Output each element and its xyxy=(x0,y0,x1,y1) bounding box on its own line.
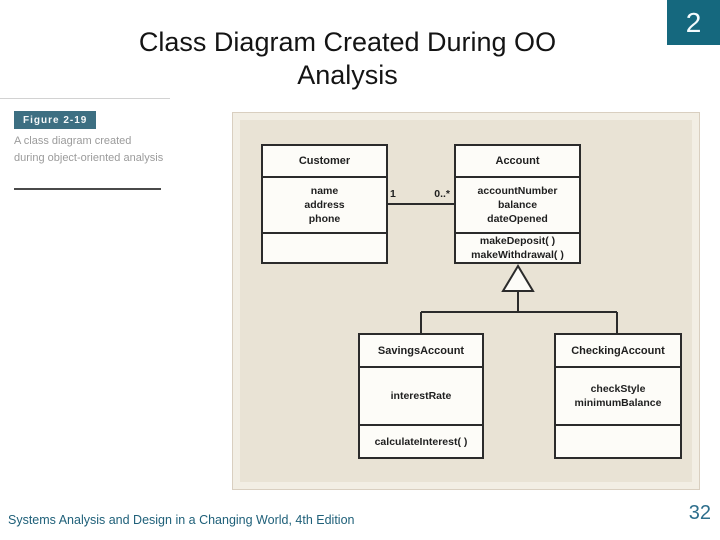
multiplicity-account-end: 0..* xyxy=(434,188,450,200)
multiplicity-customer-end: 1 xyxy=(390,188,396,200)
attribute: checkStyle xyxy=(590,383,646,395)
method: makeDeposit( ) xyxy=(479,235,556,247)
page-title-line1: Class Diagram Created During OO xyxy=(138,27,557,57)
class-name: Account xyxy=(495,155,540,167)
figure-divider-top xyxy=(0,98,170,99)
class-name: SavingsAccount xyxy=(377,344,465,357)
class-name: Customer xyxy=(298,155,351,167)
page-title-line2: Analysis xyxy=(297,60,398,90)
attribute: dateOpened xyxy=(487,213,548,225)
class-attributes: accountNumber balance dateOpened xyxy=(456,176,579,232)
attribute: balance xyxy=(497,199,538,211)
page-title: Class Diagram Created During OO Analysis xyxy=(60,26,635,92)
uml-class-savingsaccount: SavingsAccount interestRate calculateInt… xyxy=(358,333,484,459)
class-methods: calculateInterest( ) xyxy=(360,424,482,457)
method: makeWithdrawal( ) xyxy=(471,249,564,261)
uml-class-checkingaccount: CheckingAccount checkStyle minimumBalanc… xyxy=(554,333,682,459)
class-attributes: name address phone xyxy=(263,176,386,232)
class-methods-empty xyxy=(263,232,386,262)
attribute: address xyxy=(304,199,345,211)
uml-class-account: Account accountNumber balance dateOpened… xyxy=(454,144,581,264)
slide-number: 2 xyxy=(685,6,702,38)
attribute: accountNumber xyxy=(477,185,558,197)
figure-tag-label: Figure 2-19 xyxy=(23,114,88,126)
attribute: phone xyxy=(308,213,341,225)
figure-caption: A class diagram created during object-or… xyxy=(14,135,164,164)
slide-number-badge: 2 xyxy=(667,0,720,45)
attribute: interestRate xyxy=(390,390,452,402)
diagram-panel: Customer name address phone Account acco… xyxy=(232,112,700,490)
class-methods-empty xyxy=(556,424,680,457)
attribute: minimumBalance xyxy=(574,397,662,409)
figure-tag: Figure 2-19 xyxy=(14,111,97,129)
footer-citation: Systems Analysis and Design in a Changin… xyxy=(8,513,355,527)
class-attributes: interestRate xyxy=(360,366,482,424)
page-number: 32 xyxy=(688,502,711,524)
figure-divider-bottom xyxy=(14,188,161,190)
class-attributes: checkStyle minimumBalance xyxy=(556,366,680,424)
uml-class-customer: Customer name address phone xyxy=(261,144,388,264)
method: calculateInterest( ) xyxy=(374,435,468,448)
attribute: name xyxy=(310,185,339,197)
class-methods: makeDeposit( ) makeWithdrawal( ) xyxy=(456,232,579,262)
class-name: CheckingAccount xyxy=(571,344,665,357)
